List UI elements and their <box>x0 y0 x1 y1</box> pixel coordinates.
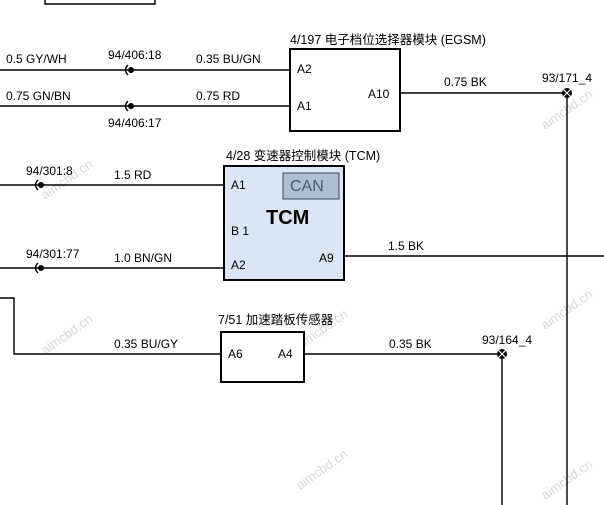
can-label: CAN <box>290 178 324 195</box>
connector-94-406-18 <box>124 64 134 76</box>
pedal-sensor-module <box>220 331 305 383</box>
splice-label-93-164-4: 93/164_4 <box>482 333 532 347</box>
wire-label-pedal-in: 0.35 BU/GY <box>114 337 178 351</box>
wire-label-pedal-out: 0.35 BK <box>389 337 432 351</box>
tcm-title: 4/28 变速器控制模块 (TCM) <box>226 148 380 163</box>
tcm-name: TCM <box>266 207 309 229</box>
splice-93-164-4 <box>497 349 507 359</box>
wire-label-egsm-in-bottom-right: 0.75 RD <box>196 89 240 103</box>
wire-label-egsm-in-top-left: 0.5 GY/WH <box>6 52 67 66</box>
watermark: aimcbd.cn <box>38 311 95 357</box>
wire-label-tcm-in-top: 1.5 RD <box>114 168 152 182</box>
splice-93-171-4 <box>562 88 572 98</box>
connector-94-301-8 <box>34 179 44 191</box>
tcm-pin-a1: A1 <box>231 178 246 192</box>
wire-label-tcm-in-bottom: 1.0 BN/GN <box>114 251 172 265</box>
wire-label-tcm-out: 1.5 BK <box>388 239 424 253</box>
wire-pedal-in <box>0 297 221 355</box>
connector-94-301-77 <box>34 262 44 274</box>
wire-label-egsm-in-bottom-left: 0.75 GN/BN <box>6 89 71 103</box>
wire-label-egsm-out: 0.75 BK <box>444 75 487 89</box>
splice-label-93-171-4: 93/171_4 <box>542 71 592 85</box>
pedal-pin-a4: A4 <box>278 347 293 361</box>
egsm-pin-a2: A2 <box>297 62 312 76</box>
wire-label-egsm-in-top-right: 0.35 BU/GN <box>196 52 261 66</box>
egsm-pin-a10: A10 <box>368 87 390 101</box>
can-badge <box>282 172 340 200</box>
pedal-pin-a6: A6 <box>228 347 243 361</box>
partial-module-box <box>44 0 156 5</box>
pedal-title: 7/51 加速踏板传感器 <box>218 312 334 327</box>
connector-label-94-301-8: 94/301:8 <box>26 164 73 178</box>
tcm-pin-a2: A2 <box>231 258 246 272</box>
watermark: aimcbd.cn <box>293 446 350 492</box>
connector-label-94-406-18: 94/406:18 <box>108 48 162 62</box>
tcm-pin-b1: B 1 <box>231 224 249 238</box>
egsm-pin-a1: A1 <box>297 99 312 113</box>
connector-label-94-406-17: 94/406:17 <box>108 116 162 130</box>
connector-label-94-301-77: 94/301:77 <box>26 247 80 261</box>
egsm-title: 4/197 电子档位选择器模块 (EGSM) <box>290 32 486 47</box>
connector-94-406-17 <box>124 100 134 112</box>
tcm-pin-a9: A9 <box>319 251 334 265</box>
egsm-module <box>289 48 401 132</box>
